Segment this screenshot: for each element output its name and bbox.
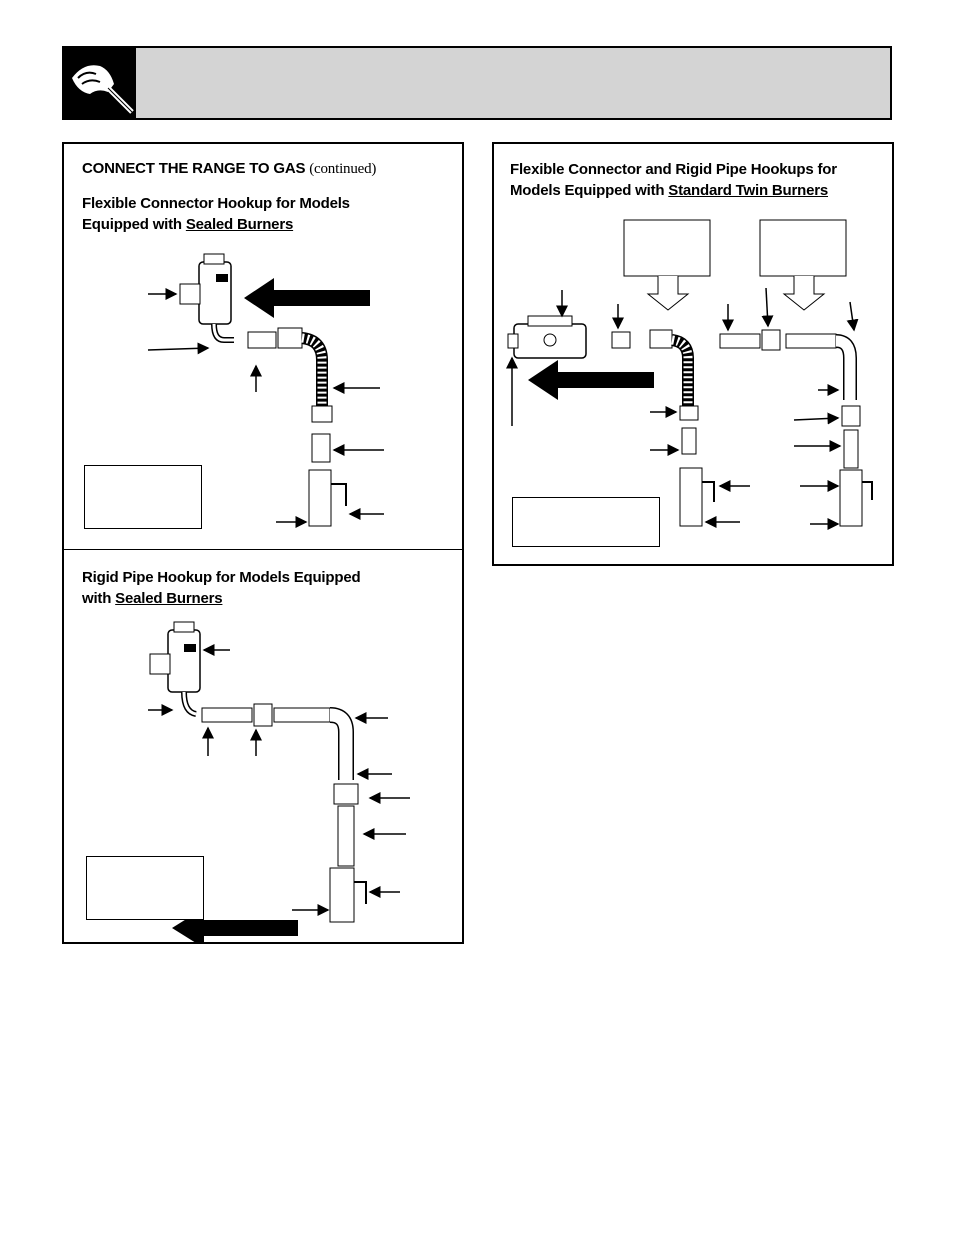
flex-connector-icon — [611, 329, 715, 527]
section-title: CONNECT THE RANGE TO GAS (continued) — [82, 160, 377, 177]
panel-divider — [64, 549, 462, 550]
rigid-pipe-icon — [201, 703, 367, 923]
rigid-pipe-icon — [719, 329, 873, 527]
twin-burner-diagram — [506, 219, 873, 530]
rigid-pipe-heading: Rigid Pipe Hookup for Models Equipped wi… — [82, 569, 361, 607]
gas-flow-arrow-icon — [244, 278, 370, 318]
flex-connector-icon — [277, 327, 333, 423]
pressure-regulator-icon — [149, 621, 201, 717]
gas-flow-arrow-icon — [528, 360, 654, 400]
rigid-label-box — [86, 856, 204, 920]
flex-option-callout — [623, 219, 711, 311]
rigid-option-callout — [759, 219, 847, 311]
right-panel: Flexible Connector and Rigid Pipe Hookup… — [492, 142, 894, 566]
flex-label-box — [84, 465, 202, 529]
flex-connector-heading: Flexible Connector Hookup for Models Equ… — [82, 195, 350, 233]
twin-label-box — [512, 497, 660, 547]
shutoff-valve-icon — [308, 469, 347, 527]
pressure-regulator-icon — [507, 315, 587, 359]
rigid-pipe-diagram — [148, 621, 410, 944]
left-panel: CONNECT THE RANGE TO GAS (continued) Fle… — [62, 142, 464, 944]
twin-burner-heading: Flexible Connector and Rigid Pipe Hookup… — [510, 161, 837, 199]
page-header-bar — [62, 46, 892, 120]
hand-tool-icon — [64, 48, 136, 120]
flex-connector-diagram — [147, 253, 384, 528]
pressure-regulator-icon — [179, 253, 234, 343]
